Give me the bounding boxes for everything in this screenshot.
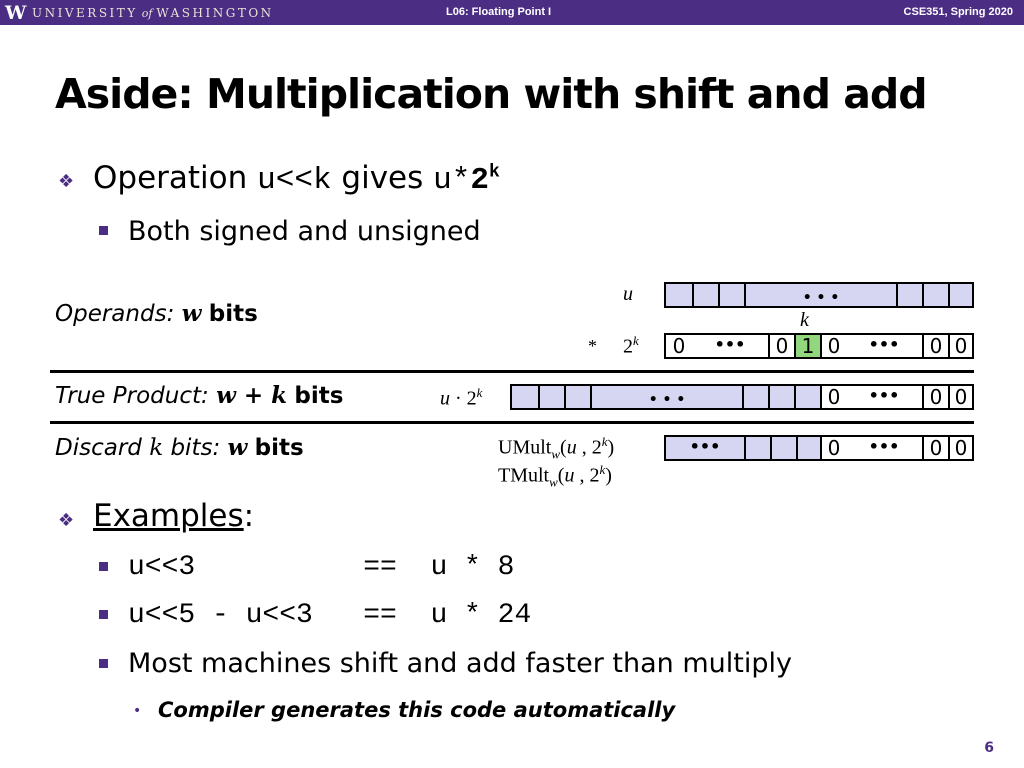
bit-cell xyxy=(744,437,770,459)
tmult-label: TMultw(u , 2k) xyxy=(498,462,612,490)
diamond-bullet-icon: ❖ xyxy=(58,510,75,531)
bit-cell-dots: • • • xyxy=(744,284,896,306)
square-bullet-icon xyxy=(99,610,108,619)
both-bullet: Both signed and unsigned xyxy=(128,216,481,247)
lecture-title: L06: Floating Point I xyxy=(446,6,552,18)
example-2: u<<5 - u<<3 == u * 24 xyxy=(128,600,532,631)
square-bullet-icon xyxy=(99,226,108,235)
bit-cell-dots: ••• xyxy=(846,335,922,357)
compiler-bullet: Compiler generates this code automatical… xyxy=(158,698,676,722)
u-label: u xyxy=(623,283,633,305)
bit-cell xyxy=(770,437,796,459)
most-machines-bullet: Most machines shift and add faster than … xyxy=(128,648,792,679)
k-label: k xyxy=(800,309,809,331)
bit-cell xyxy=(794,386,820,408)
dot-bullet-icon: • xyxy=(133,703,142,719)
bit-cell xyxy=(768,386,794,408)
operation-bullet: Operation u<<k gives u*2k xyxy=(93,160,500,198)
true-product-register: • • • 0 ••• 0 0 xyxy=(510,384,974,410)
bit-cell-dots: ••• xyxy=(666,437,744,459)
square-bullet-icon xyxy=(99,562,108,571)
bit-cell-dots: • • • xyxy=(590,386,742,408)
bit-cell-zero: 0 xyxy=(922,437,948,459)
result-register: ••• 0 ••• 0 0 xyxy=(664,435,974,461)
bit-cell-zero: 0 xyxy=(948,335,972,357)
divider-line xyxy=(50,421,974,424)
bit-cell-zero: 0 xyxy=(820,437,846,459)
examples-bullet: Examples: xyxy=(93,498,255,534)
bit-cell-zero: 0 xyxy=(768,335,794,357)
bit-cell-dots: ••• xyxy=(846,437,922,459)
bit-cell-zero: 0 xyxy=(820,386,846,408)
bit-cell xyxy=(692,284,718,306)
slide-title: Aside: Multiplication with shift and add xyxy=(55,70,928,118)
bit-cell xyxy=(538,386,564,408)
page-number: 6 xyxy=(984,740,994,756)
bit-cell-dots: ••• xyxy=(846,386,922,408)
bit-cell-dots: ••• xyxy=(692,335,768,357)
discard-label: Discard k bits: w bits xyxy=(55,434,304,461)
two-k-register: 0 ••• 0 1 0 ••• 0 0 xyxy=(664,333,974,359)
bit-cell-zero: 0 xyxy=(820,335,846,357)
bit-cell xyxy=(948,284,972,306)
true-product-label: True Product: w + k bits xyxy=(55,382,344,409)
bit-cell xyxy=(896,284,922,306)
operands-label: Operands: w bits xyxy=(55,300,258,327)
u-register: • • • xyxy=(664,282,974,308)
square-bullet-icon xyxy=(99,659,108,668)
bit-cell xyxy=(796,437,820,459)
example-1: u<<3 == u * 8 xyxy=(128,552,515,583)
times-symbol: * xyxy=(588,336,597,356)
bit-cell xyxy=(718,284,744,306)
bit-cell xyxy=(564,386,590,408)
course-name: CSE351, Spring 2020 xyxy=(903,6,1013,18)
bit-cell-zero: 0 xyxy=(922,386,948,408)
uw-logo-icon: W xyxy=(5,2,27,24)
bit-cell xyxy=(742,386,768,408)
two-k-label: 2k xyxy=(623,333,639,358)
bit-cell xyxy=(922,284,948,306)
bit-cell-one: 1 xyxy=(794,335,820,357)
umult-label: UMultw(u , 2k) xyxy=(498,434,615,462)
bit-cell-zero: 0 xyxy=(948,437,972,459)
product-expression: u · 2k xyxy=(440,385,483,410)
diamond-bullet-icon: ❖ xyxy=(58,171,75,192)
bit-cell-zero: 0 xyxy=(948,386,972,408)
bit-cell-zero: 0 xyxy=(666,335,692,357)
bit-cell-zero: 0 xyxy=(922,335,948,357)
bit-cell xyxy=(666,284,692,306)
bit-cell xyxy=(512,386,538,408)
divider-line xyxy=(50,370,974,373)
